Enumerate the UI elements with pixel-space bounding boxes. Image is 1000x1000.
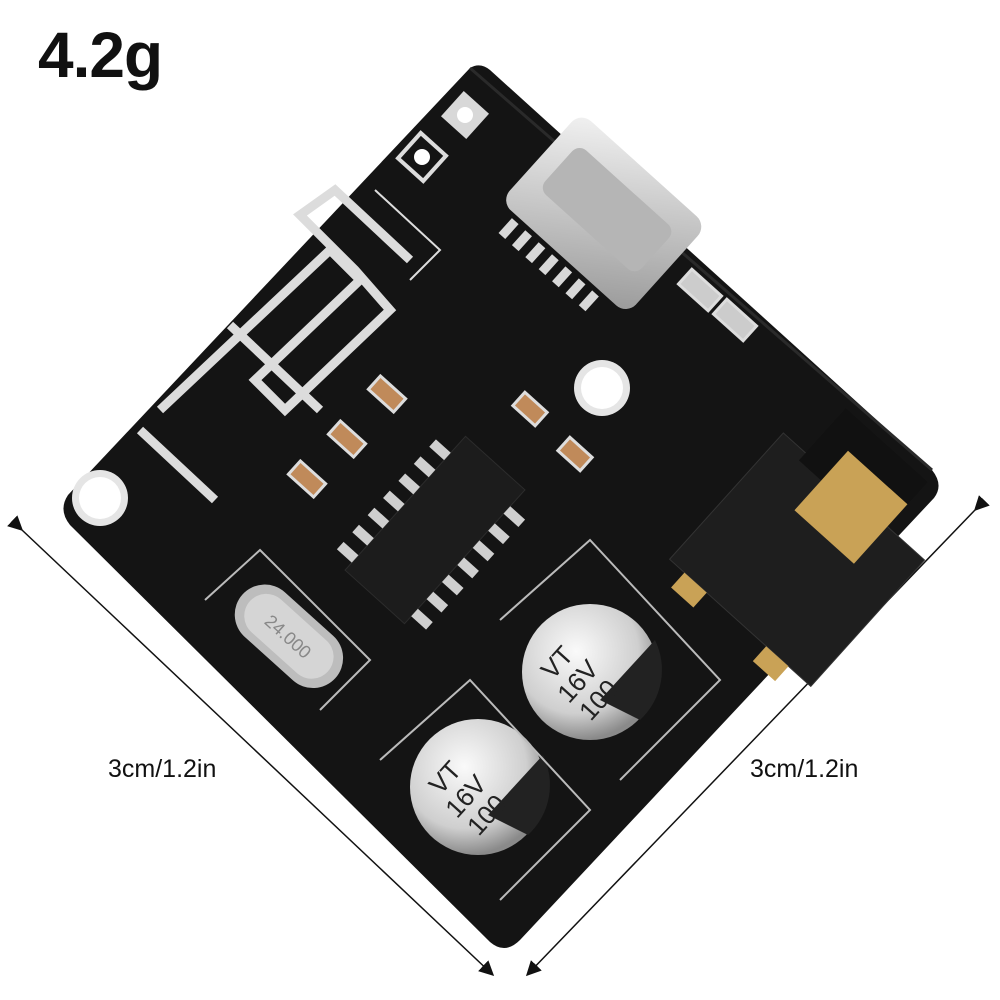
dimension-label-right: 3cm/1.2in (750, 755, 859, 783)
usb-c-connector (498, 117, 702, 312)
smd-components (286, 267, 759, 500)
weight-label: 4.2g (38, 19, 163, 91)
crystal-oscillator: 24.000 (234, 584, 344, 689)
audio-jack (668, 408, 928, 688)
capacitor-top: VT 16V 100 (522, 604, 662, 740)
dimension-arrow-left (7, 515, 495, 977)
dimension-label-left: 3cm/1.2in (108, 755, 217, 783)
ic-chip (336, 435, 526, 630)
antenna-trace (136, 184, 414, 504)
capacitor-bottom: VT 16V 100 (410, 719, 550, 855)
